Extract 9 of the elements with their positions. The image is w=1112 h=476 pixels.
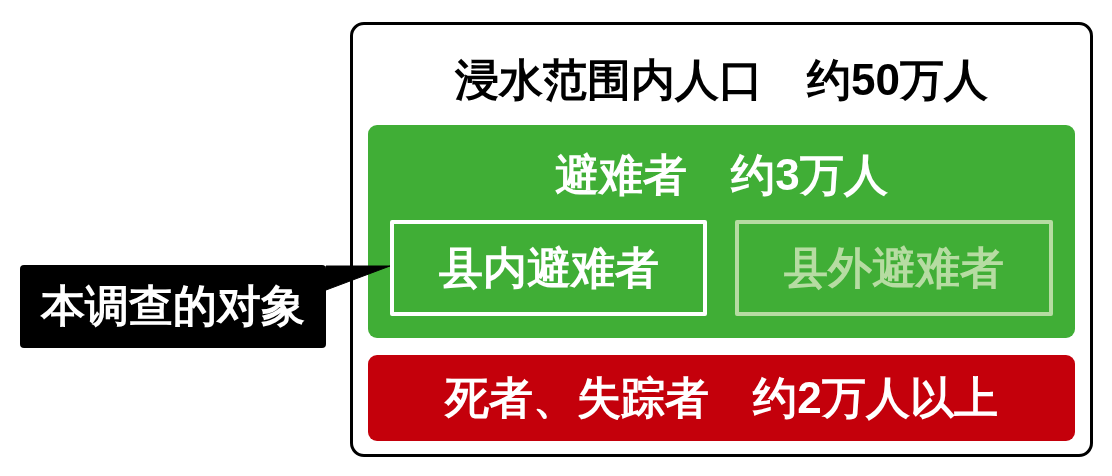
outer-frame	[350, 22, 1093, 457]
panel-heading: 浸水范围内人口 约50万人	[455, 55, 988, 106]
callout-pointer	[325, 265, 391, 291]
panel-heading: 避难者 约3万人	[555, 150, 888, 201]
panel	[368, 125, 1075, 338]
category-box: 县内避难者	[390, 220, 707, 316]
panel: 死者、失踪者 约2万人以上	[368, 355, 1075, 441]
category-box: 县外避难者	[735, 220, 1053, 316]
callout-bubble: 本调查的对象	[20, 265, 326, 348]
